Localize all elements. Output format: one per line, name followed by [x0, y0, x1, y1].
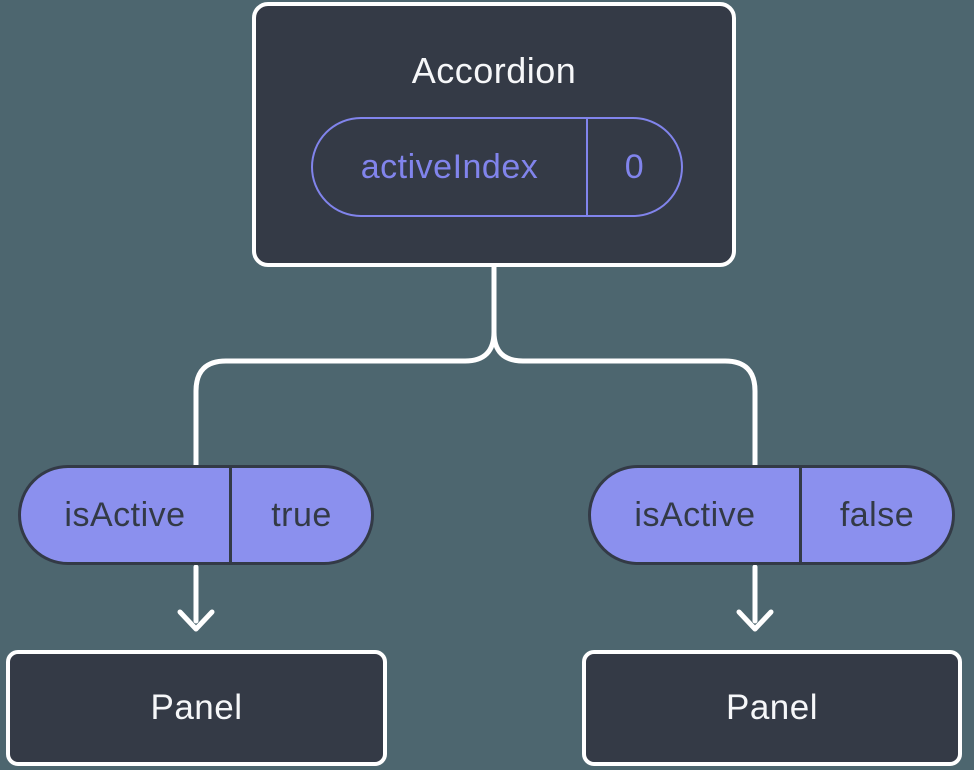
- accordion-title: Accordion: [411, 50, 577, 91]
- connector-branch-left: [193, 262, 497, 471]
- panel-label: Panel: [150, 688, 243, 727]
- prop-name-label: isActive: [21, 468, 232, 562]
- prop-name-label: isActive: [591, 468, 802, 562]
- accordion-node: Accordion activeIndex 0: [252, 2, 736, 267]
- isactive-pill-right: isActive false: [588, 465, 955, 565]
- prop-value-label: false: [839, 495, 915, 534]
- isactive-pill-left: isActive true: [18, 465, 374, 565]
- panel-label: Panel: [725, 688, 819, 727]
- prop-value-label: 0: [586, 119, 681, 215]
- prop-value-label: true: [271, 495, 332, 534]
- panel-node-right: Panel: [582, 650, 962, 766]
- arrow-left-icon: [177, 564, 215, 632]
- panel-node-left: Panel: [6, 650, 387, 766]
- prop-name-label: activeIndex: [360, 147, 539, 186]
- connector-branch-right: [491, 262, 758, 471]
- arrow-right-icon: [736, 564, 774, 632]
- activeindex-prop-pill: activeIndex 0: [311, 117, 683, 217]
